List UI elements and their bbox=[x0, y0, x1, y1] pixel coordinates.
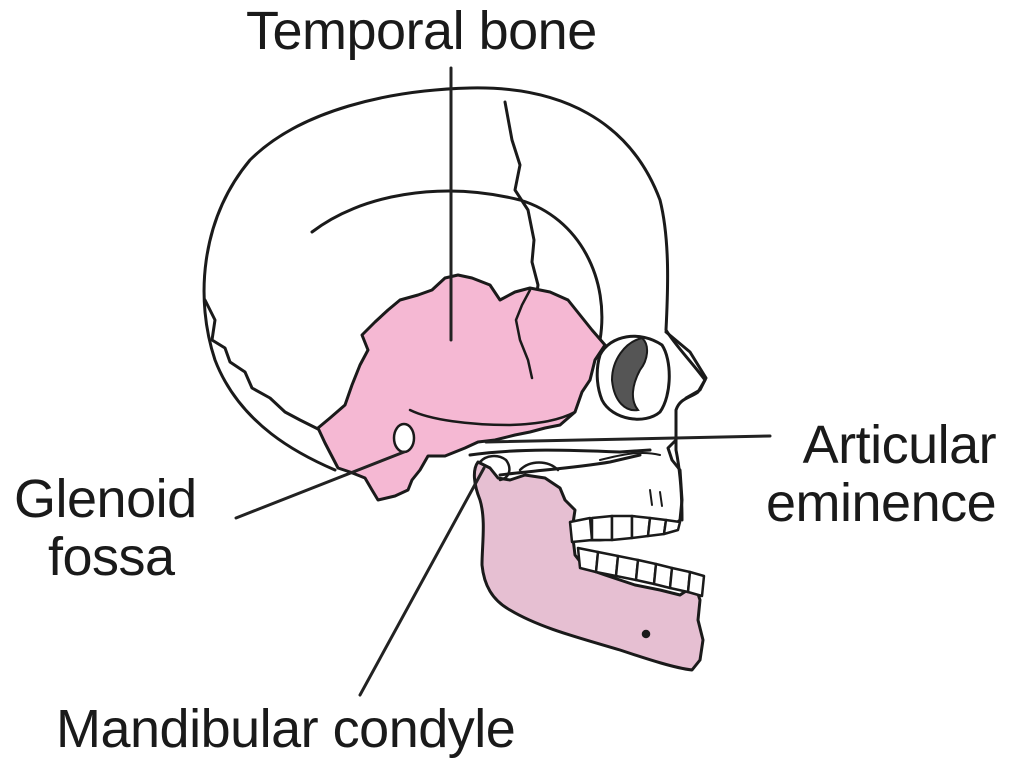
auditory-meatus bbox=[394, 424, 414, 452]
nasal-bone bbox=[666, 332, 706, 398]
zygomatic-arch-lower bbox=[500, 455, 640, 475]
label-articular-line1: Articular bbox=[766, 416, 996, 474]
leader-articular-eminence bbox=[486, 436, 770, 442]
occipital-suture bbox=[205, 300, 330, 445]
leader-mandibular-condyle bbox=[360, 468, 484, 695]
temporal-bone-region bbox=[318, 275, 605, 500]
mental-foramen bbox=[643, 631, 649, 637]
label-glenoid-line1: Glenoid bbox=[14, 470, 197, 528]
label-articular-eminence: Articular eminence bbox=[766, 416, 996, 532]
upper-teeth bbox=[570, 516, 680, 542]
label-glenoid-fossa: Glenoid fossa bbox=[14, 470, 197, 586]
label-temporal-bone: Temporal bone bbox=[246, 2, 597, 60]
orbit-shadow bbox=[612, 338, 647, 410]
label-mandibular-condyle: Mandibular condyle bbox=[56, 700, 515, 758]
maxilla-detail-2 bbox=[650, 490, 662, 506]
label-articular-line2: eminence bbox=[766, 474, 996, 532]
label-glenoid-line2: fossa bbox=[14, 528, 197, 586]
